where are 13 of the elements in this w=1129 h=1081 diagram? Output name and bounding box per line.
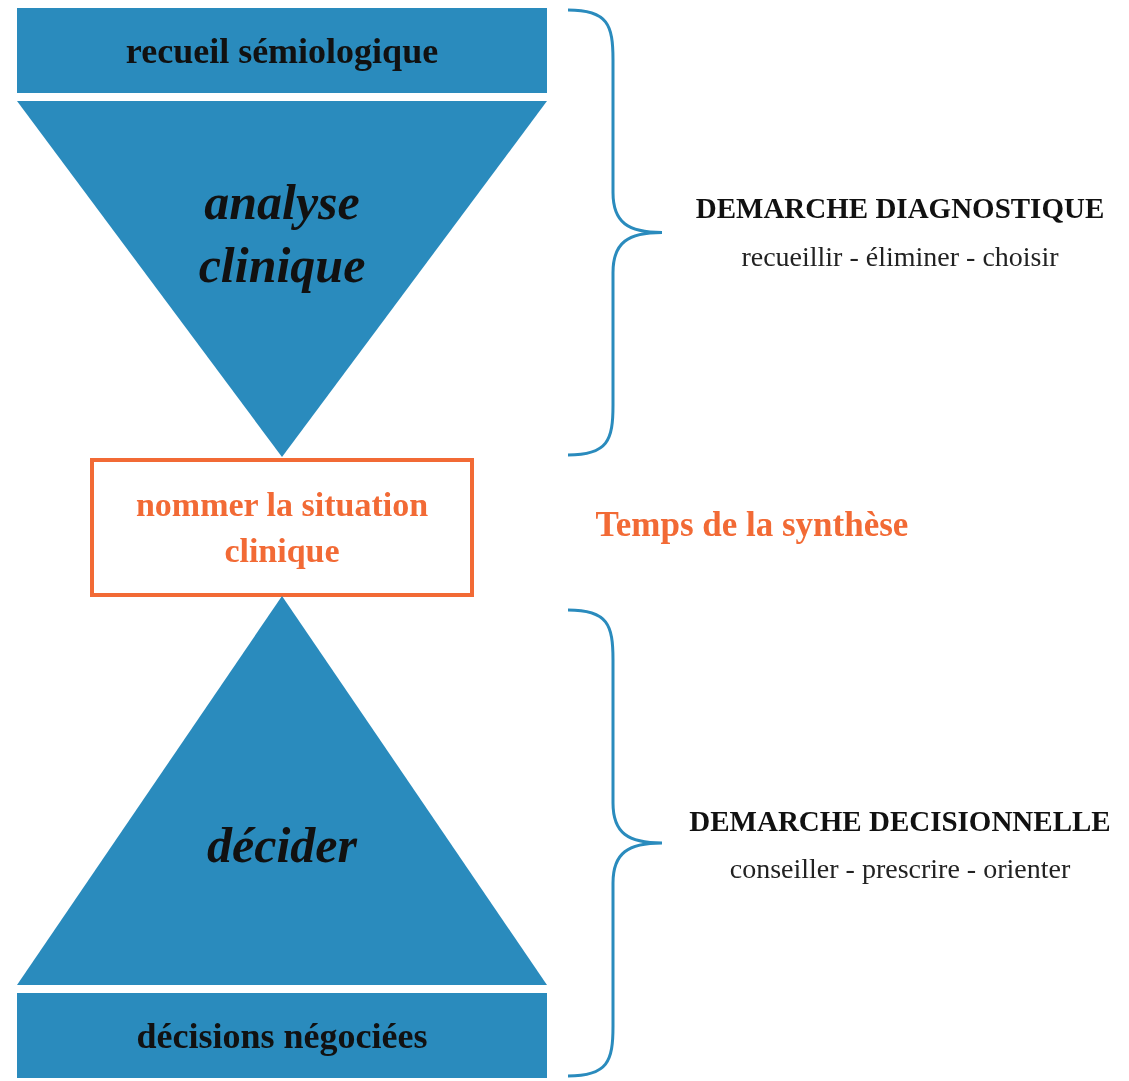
section-heading: DEMARCHE DECISIONNELLE bbox=[689, 805, 1111, 838]
stage-label: décisions négociées bbox=[136, 1014, 428, 1057]
stage-bar bbox=[17, 8, 547, 93]
steps-text: conseiller - prescrire - orienter bbox=[729, 853, 1071, 885]
phase-label: analyse clinique bbox=[197, 173, 367, 295]
section-heading: DEMARCHE DIAGNOSTIQUE bbox=[695, 192, 1105, 225]
steps-text: recueillir - éliminer - choisir bbox=[741, 241, 1059, 273]
stage-bar bbox=[17, 993, 547, 1078]
section-heading: Temps de la synthèse bbox=[595, 505, 909, 545]
stage-label: recueil sémiologique bbox=[125, 29, 439, 72]
phase-label: décider bbox=[206, 816, 359, 875]
synthesis-label: nommer la situation clinique bbox=[134, 484, 430, 571]
synthesis-box bbox=[90, 458, 474, 597]
